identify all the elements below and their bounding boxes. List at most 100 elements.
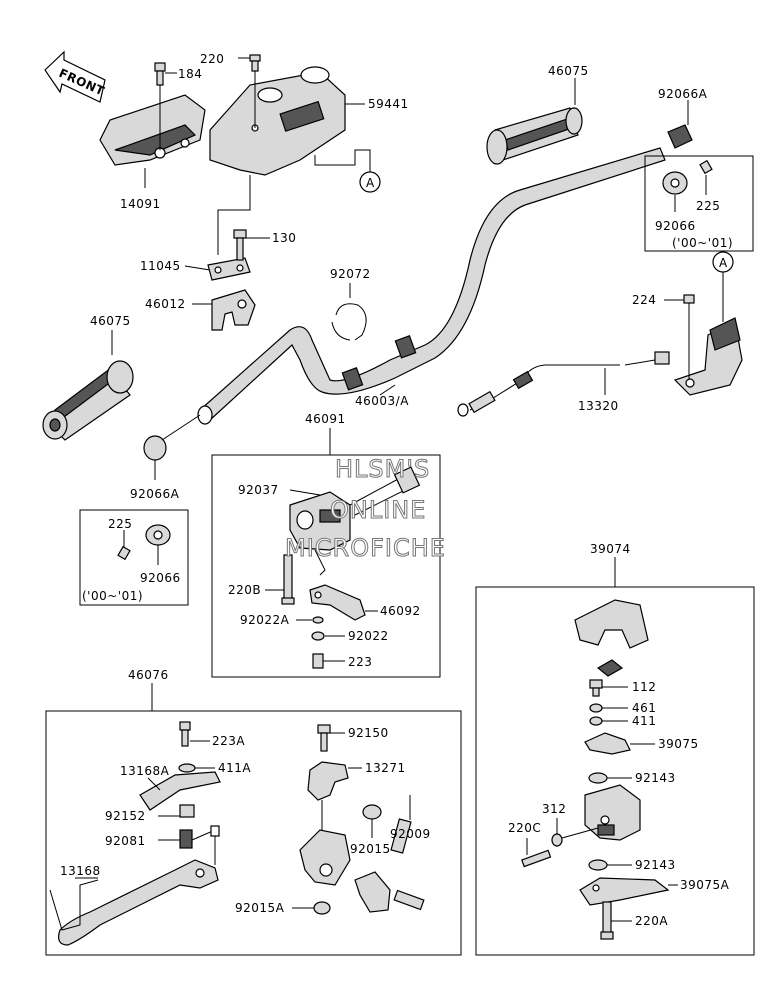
label-46076: 46076 — [128, 668, 169, 682]
screw-220c — [521, 838, 552, 868]
label-92066-left: 92066 — [140, 571, 181, 585]
label-59441: 59441 — [368, 97, 409, 111]
label-112: 112 — [632, 680, 656, 694]
bolt-92150 — [317, 724, 345, 752]
label-225-top: 225 — [696, 199, 720, 213]
label-92150: 92150 — [348, 726, 389, 740]
label-39075a: 39075A — [680, 878, 730, 892]
bolt-112 — [589, 679, 628, 697]
master-body — [299, 800, 425, 913]
washer-92143-bottom — [588, 859, 608, 871]
label-92143-bottom: 92143 — [635, 858, 676, 872]
label-184: 184 — [178, 67, 202, 81]
label-46003a: 46003/A — [355, 394, 409, 408]
plate-39075 — [584, 732, 655, 755]
washer-92022 — [311, 631, 325, 641]
label-year-top: ('00~'01) — [672, 236, 733, 250]
label-92022: 92022 — [348, 629, 389, 643]
throttle-cover — [574, 599, 649, 649]
label-46012: 46012 — [145, 297, 186, 311]
label-411a: 411A — [218, 761, 251, 775]
label-11045: 11045 — [140, 259, 181, 273]
nut-92152 — [158, 804, 195, 818]
nut-92015a — [292, 901, 331, 915]
label-223: 223 — [348, 655, 372, 669]
bolt-130 — [233, 229, 270, 261]
label-92015: 92015 — [350, 842, 391, 856]
label-92009: 92009 — [390, 827, 431, 841]
washer-92143-top — [588, 772, 608, 784]
label-92152: 92152 — [105, 809, 146, 823]
watermark-line-2: ONLINE — [330, 496, 426, 524]
callout-a-top — [359, 171, 381, 193]
nut-92015 — [362, 804, 382, 838]
screw-224 — [683, 294, 695, 380]
grip-46075-left — [42, 360, 134, 441]
handlebar-46003a — [197, 147, 666, 425]
label-461: 461 — [632, 701, 656, 715]
bracket-14091 — [99, 80, 206, 166]
label-92072: 92072 — [330, 267, 371, 281]
lever-13168 — [49, 859, 219, 946]
label-220b: 220B — [228, 583, 261, 597]
label-13168a: 13168A — [120, 764, 170, 778]
switch-housing — [289, 466, 421, 576]
label-46092: 46092 — [380, 604, 421, 618]
end-cap-92066a-left — [143, 414, 201, 480]
clamp-46012 — [211, 289, 256, 331]
label-92037: 92037 — [238, 483, 279, 497]
screw-223 — [312, 653, 345, 669]
detail-box-left — [79, 509, 189, 606]
label-13271: 13271 — [365, 761, 406, 775]
screw-220a — [600, 901, 632, 940]
callout-a-label: A — [366, 176, 375, 190]
label-92066a-left: 92066A — [130, 487, 180, 501]
cover-59441 — [209, 66, 346, 176]
throttle-cable-13320 — [457, 351, 670, 417]
clamp-ring-92072 — [331, 283, 367, 341]
throttle-housing — [673, 317, 743, 396]
label-223a: 223A — [212, 734, 245, 748]
ring-461 — [589, 703, 603, 713]
grip-46075-top — [486, 107, 583, 165]
label-46075-top: 46075 — [548, 64, 589, 78]
switch-box — [211, 454, 441, 678]
throttle-box — [475, 586, 755, 956]
label-130: 130 — [272, 231, 296, 245]
callout-a-right-label: A — [719, 256, 728, 270]
label-92066a-top: 92066A — [658, 87, 708, 101]
label-14091: 14091 — [120, 197, 161, 211]
label-92143-top: 92143 — [635, 771, 676, 785]
label-13320: 13320 — [578, 399, 619, 413]
screw-312 — [551, 818, 599, 847]
screw-220b — [281, 554, 295, 605]
adjuster-92009 — [390, 795, 412, 854]
label-39075: 39075 — [658, 737, 699, 751]
label-year-left: ('00~'01) — [82, 589, 143, 603]
lever-39075a — [579, 877, 678, 906]
screw-225-left — [117, 530, 131, 561]
lever-46092 — [309, 584, 366, 621]
label-92015a: 92015A — [235, 901, 285, 915]
screw-225-top — [699, 159, 713, 195]
spring-92081 — [158, 825, 220, 865]
washer-92022a — [312, 616, 324, 624]
label-220: 220 — [200, 52, 224, 66]
washer-411 — [589, 716, 603, 726]
washer-411a — [178, 763, 196, 773]
label-39074: 39074 — [590, 542, 631, 556]
cover-13168a — [139, 771, 221, 811]
throttle-body — [584, 784, 641, 841]
watermark-line-3: MICROFICHE — [285, 534, 446, 562]
screw-220 — [238, 54, 261, 72]
plate-11045 — [207, 257, 251, 281]
brake-box — [45, 710, 462, 956]
detail-box-top — [644, 155, 754, 252]
label-312: 312 — [542, 802, 566, 816]
label-411: 411 — [632, 714, 656, 728]
bolt-184 — [154, 62, 177, 86]
label-46091: 46091 — [305, 412, 346, 426]
label-224: 224 — [632, 293, 656, 307]
label-220a: 220A — [635, 914, 668, 928]
